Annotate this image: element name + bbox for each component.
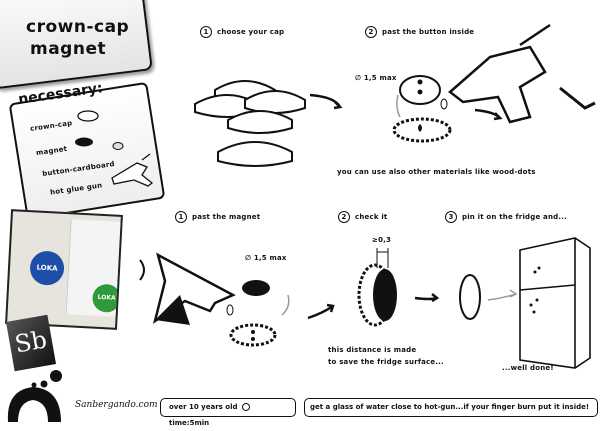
age-label: over 10 years old [169,403,238,411]
step-number: 3 [445,211,457,223]
step-label: check it [355,213,388,221]
well-done-note: ...well done! [502,364,554,372]
diameter-value: 1,5 max [363,74,397,82]
fridge-icon [519,237,591,369]
gear-icon [50,370,62,382]
title-line1: crown-cap [26,17,130,37]
cap-icon [227,110,293,134]
arrow-icon [309,93,343,110]
step-check: 2 check it [338,211,387,223]
step-number: 2 [338,211,350,223]
step-label: past the magnet [192,213,261,221]
glue-gun-icon [448,23,551,124]
gear-icon [40,380,48,388]
step-label: choose your cap [217,28,285,36]
magnet-icon [75,137,93,147]
glue-gun-small-icon [111,153,154,187]
arrow-icon [474,108,503,121]
button-glue-illustration [392,23,596,143]
necessary-icons [75,110,154,187]
wood-dots-note: you can use also other materials like wo… [337,168,536,176]
step-pin-fridge: 3 pin it on the fridge and... [445,211,567,223]
step-number: 1 [200,26,212,38]
diameter-icon: ∅ [245,254,254,262]
girl-gears-illustration [7,370,62,422]
cap-open-icon [392,117,452,143]
cap-icon [217,141,293,167]
bottom-illustrations [139,237,591,369]
diameter-value: 1,5 max [253,254,287,262]
step-number: 1 [175,211,187,223]
caps-illustration [194,80,343,167]
distance-label: ≥0,3 [372,236,392,244]
step-number: 2 [365,26,377,38]
magnet-side-icon [373,269,397,321]
step-paste-magnet: 1 past the magnet [175,211,260,223]
step-label: pin it on the fridge and... [462,213,567,221]
button-icon [112,142,124,150]
arrow-icon [414,293,440,303]
distance-note-line1: this distance is made [328,346,417,354]
step-paste-button: 2 past the button inside [365,26,474,38]
magnet-icon [242,280,270,296]
step-choose-cap: 1 choose your cap [200,26,284,38]
title-line2: magnet [30,39,107,59]
safety-tip-box: get a glass of water close to hot-gun...… [304,398,598,417]
distance-note-line2: to save the fridge surface... [328,358,444,366]
arrow-icon [307,303,335,320]
clock-icon [241,403,250,411]
crown-cap-icon [77,110,99,122]
cap-side-icon [459,274,481,320]
step-label: past the button inside [382,28,475,36]
gear-icon [31,382,37,388]
site-link[interactable]: Sanbergando.com [75,400,158,410]
age-time-box: over 10 years old time:5min [160,398,296,427]
diameter-label: ∅ 1,5 max [355,74,397,82]
cap-open-icon [229,323,277,347]
time-label: time:5min [169,419,210,427]
diameter-label: ∅ 1,5 max [245,254,287,262]
diameter-icon: ∅ [355,74,364,82]
